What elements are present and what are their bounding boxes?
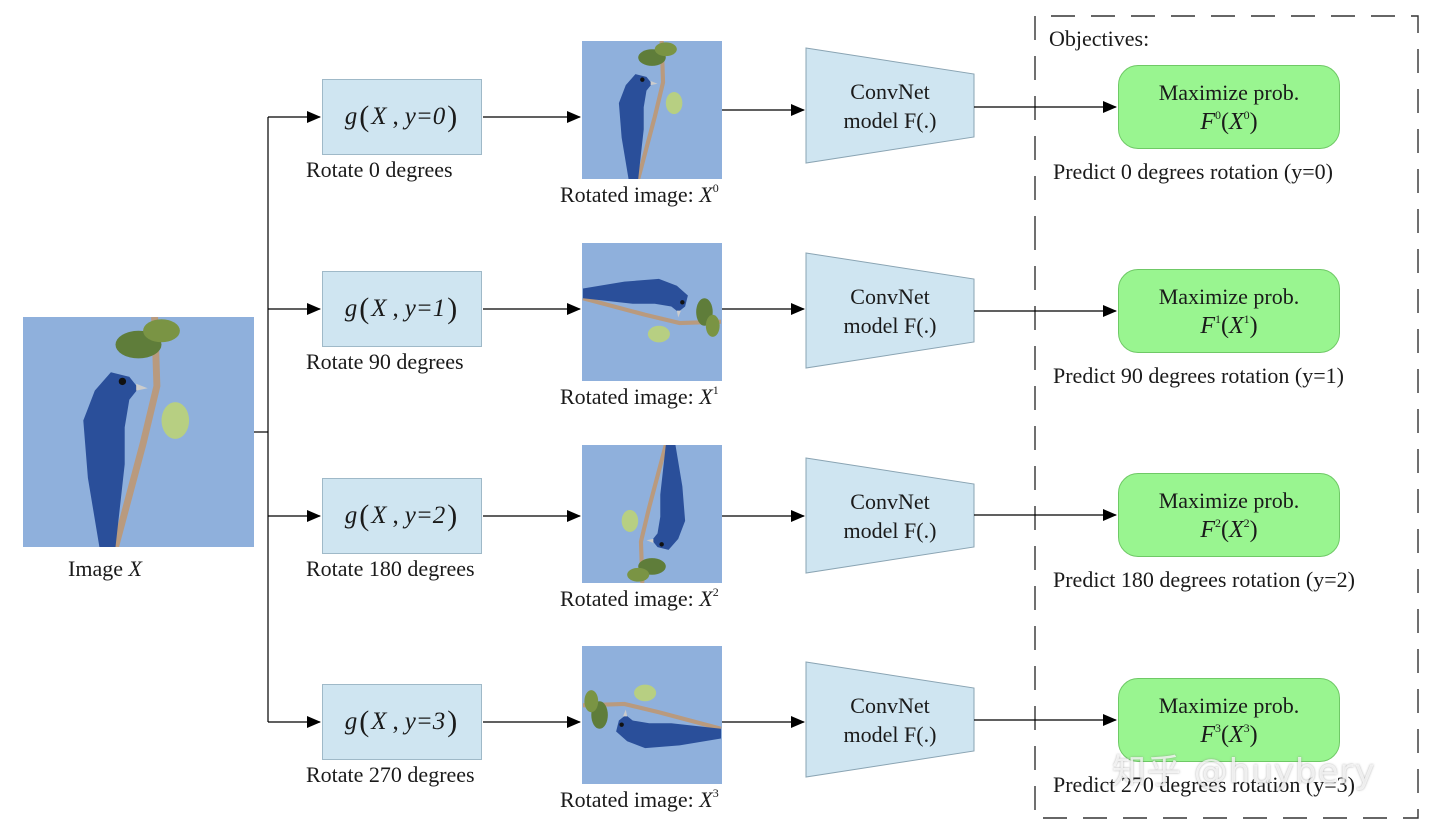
g-var: X bbox=[371, 295, 387, 322]
g-symbol: g bbox=[344, 502, 358, 529]
rotate-label: Rotate 270 degrees bbox=[306, 762, 475, 787]
convnet-trapezoid bbox=[805, 47, 975, 164]
predict-label: Predict 0 degrees rotation (y=0) bbox=[1053, 159, 1333, 184]
rotated-caption: Rotated image: X2 bbox=[560, 585, 719, 611]
objective-title: Maximize prob. bbox=[1158, 693, 1300, 718]
objective-formula: F2(X2) bbox=[1200, 516, 1258, 543]
rotated-bird-picture bbox=[583, 41, 721, 179]
objective-title: Maximize prob. bbox=[1158, 284, 1300, 309]
rotated-image bbox=[582, 445, 722, 583]
rotated-bird-picture bbox=[583, 445, 721, 583]
rotation-function-box: g (X , y=3) bbox=[322, 684, 482, 760]
rotate-label: Rotate 0 degrees bbox=[306, 157, 453, 182]
g-assign: y=1 bbox=[404, 295, 446, 322]
source-image bbox=[23, 317, 254, 547]
objective-box: Maximize prob. F2(X2) bbox=[1118, 473, 1340, 557]
objectives-region-border bbox=[1034, 15, 1419, 819]
g-assign: y=0 bbox=[404, 103, 446, 130]
g-var: X bbox=[371, 708, 387, 735]
objectives-label: Objectives: bbox=[1049, 26, 1150, 51]
rotate-label: Rotate 180 degrees bbox=[306, 556, 475, 581]
rotation-function-box: g (X , y=0) bbox=[322, 79, 482, 155]
watermark: 知乎 @huybery bbox=[1112, 752, 1376, 792]
predict-label: Predict 180 degrees rotation (y=2) bbox=[1053, 567, 1355, 592]
rotated-image bbox=[582, 243, 722, 381]
objective-box: Maximize prob. F1(X1) bbox=[1118, 269, 1340, 353]
g-assign: y=3 bbox=[404, 708, 446, 735]
objective-box: Maximize prob. F0(X0) bbox=[1118, 65, 1340, 149]
rotated-bird-picture bbox=[582, 646, 722, 784]
rotated-caption: Rotated image: X0 bbox=[560, 181, 719, 207]
predict-label: Predict 90 degrees rotation (y=1) bbox=[1053, 363, 1344, 388]
rotation-function-box: g (X , y=2) bbox=[322, 478, 482, 554]
objective-title: Maximize prob. bbox=[1158, 488, 1300, 513]
g-assign: y=2 bbox=[404, 502, 446, 529]
rotated-image bbox=[582, 646, 722, 784]
source-bird-picture bbox=[23, 317, 254, 547]
objective-formula: F3(X3) bbox=[1200, 721, 1258, 748]
g-symbol: g bbox=[344, 295, 358, 322]
g-symbol: g bbox=[344, 103, 358, 130]
predict-label: Predict 270 degrees rotation (y=3) bbox=[1053, 772, 1355, 797]
convnet-trapezoid bbox=[805, 457, 975, 574]
g-var: X bbox=[371, 103, 387, 130]
rotated-bird-picture bbox=[582, 243, 722, 381]
objective-formula: F0(X0) bbox=[1200, 108, 1258, 135]
convnet-trapezoid bbox=[805, 661, 975, 778]
objective-title: Maximize prob. bbox=[1158, 80, 1300, 105]
objective-box: Maximize prob. F3(X3) bbox=[1118, 678, 1340, 762]
convnet-trapezoid bbox=[805, 252, 975, 369]
g-var: X bbox=[371, 502, 387, 529]
rotation-function-box: g (X , y=1) bbox=[322, 271, 482, 347]
rotated-image bbox=[582, 41, 722, 179]
rotate-label: Rotate 90 degrees bbox=[306, 349, 464, 374]
source-caption: Image X bbox=[68, 556, 142, 581]
objective-formula: F1(X1) bbox=[1200, 312, 1258, 339]
rotated-caption: Rotated image: X3 bbox=[560, 786, 719, 812]
g-symbol: g bbox=[344, 708, 358, 735]
rotated-caption: Rotated image: X1 bbox=[560, 383, 719, 409]
